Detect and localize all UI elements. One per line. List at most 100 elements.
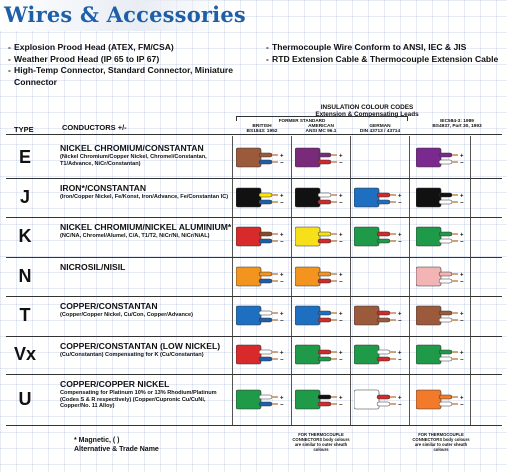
negative-core: [438, 317, 453, 323]
positive-core: [317, 394, 332, 399]
positive-core: [258, 394, 273, 399]
thermocouple-type: E: [18, 147, 31, 167]
polarity-sign: −: [280, 240, 284, 246]
thermocouple-type: T: [19, 305, 31, 325]
conductor-alternative-names: (Cu/Constantan) Compensating for K (Cu/C…: [60, 352, 204, 358]
cable-jacket: [416, 344, 442, 365]
row-divider: [6, 374, 502, 375]
conductor-description: COPPER/CONSTANTAN (LOW NICKEL)(Cu/Consta…: [60, 341, 232, 359]
polarity-sign: −: [339, 402, 343, 408]
thermocouple-type: Vx: [13, 344, 37, 364]
positive-core: [317, 192, 332, 197]
cable-american: +−: [295, 342, 347, 368]
insulation-title: INSULATION COLOUR CODES: [320, 104, 414, 111]
negative-core: [258, 278, 273, 283]
negative-core: [438, 199, 453, 204]
col-divider: [291, 136, 292, 425]
cable-illustration: +−: [295, 147, 343, 168]
negative-core: [258, 159, 273, 165]
polarity-sign: −: [398, 200, 402, 206]
feature-item: RTD Extension Cable & Thermocouple Exten…: [266, 54, 506, 66]
polarity-sign: +: [460, 351, 464, 357]
cable-illustration: +−: [295, 344, 343, 365]
polarity-sign: −: [460, 279, 464, 285]
cable-german: +−: [354, 303, 406, 329]
cable-iec: +−: [416, 387, 468, 413]
positive-core: [258, 271, 273, 276]
cable-iec: +−: [416, 342, 468, 368]
positive-core: [438, 310, 453, 316]
cable-jacket: [236, 389, 262, 409]
cable-british: +−: [236, 387, 288, 413]
cable-illustration: +−: [416, 305, 464, 326]
polarity-sign: −: [398, 319, 402, 325]
cable-british: +−: [236, 264, 288, 290]
conductor-name: COPPER/CONSTANTAN (LOW NICKEL): [60, 341, 221, 351]
conductor-alternative-names: Compensating for Platinum 10% or 13% Rho…: [60, 390, 217, 410]
positive-core: [376, 349, 391, 355]
former-standard-label: FORMER STANDARD: [278, 118, 326, 123]
polarity-sign: −: [398, 402, 402, 408]
negative-core: [376, 238, 391, 244]
negative-core: [438, 159, 453, 165]
polarity-sign: −: [398, 358, 402, 364]
col-header-british: BRITISH BS1843: 1952: [246, 124, 278, 135]
cable-jacket: [416, 226, 442, 247]
polarity-sign: −: [339, 161, 343, 167]
cable-jacket: [354, 344, 380, 365]
conductor-description: NICKEL CHROMIUM/NICKEL ALUMINIUM*(NC/NA,…: [60, 222, 232, 240]
polarity-sign: +: [280, 395, 284, 401]
row-divider: [6, 336, 502, 337]
conductor-name: NICROSIL/NISIL: [60, 262, 126, 272]
negative-core: [258, 199, 273, 204]
row-divider: [6, 257, 502, 258]
positive-core: [317, 231, 332, 237]
conductor-alternative-names: (NC/NA, Chromel/Alumel, C/A, T1/T2, NiCr…: [60, 233, 210, 239]
cable-illustration: +−: [236, 187, 284, 207]
cable-jacket: [236, 226, 262, 247]
thermocouple-type: U: [18, 388, 32, 409]
conductor-name: IRON*/CONSTANTAN: [60, 183, 147, 193]
title-bar: [0, 0, 230, 31]
polarity-sign: −: [339, 240, 343, 246]
polarity-sign: +: [398, 193, 402, 199]
cable-illustration: +−: [295, 226, 343, 247]
row-divider: [6, 296, 502, 297]
polarity-sign: +: [460, 395, 464, 401]
cable-jacket: [354, 389, 380, 409]
negative-core: [376, 317, 391, 323]
polarity-sign: +: [339, 395, 343, 401]
polarity-sign: +: [280, 193, 284, 199]
feature-item: Explosion Prood Head (ATEX, FM/CSA): [8, 42, 258, 54]
col-divider: [350, 136, 351, 425]
cable-iec: +−: [416, 264, 468, 290]
positive-core: [317, 349, 332, 355]
negative-core: [317, 278, 332, 283]
cable-jacket: [236, 147, 262, 168]
connector-note-iec: FOR THERMOCOUPLE CONNECTORS body colours…: [412, 432, 470, 452]
cable-jacket: [295, 187, 321, 207]
cable-illustration: +−: [354, 305, 402, 326]
cable-illustration: +−: [354, 187, 402, 207]
col-header-iec: IEC584-3: 1989 BS4937, Part 30, 1993: [432, 119, 482, 130]
cable-american: +−: [295, 185, 347, 211]
polarity-sign: −: [460, 358, 464, 364]
col-header-american: AMERICAN ANSI MC 96.1: [305, 124, 337, 135]
polarity-sign: +: [339, 193, 343, 199]
cable-american: +−: [295, 303, 347, 329]
polarity-sign: −: [398, 240, 402, 246]
conductor-name: COPPER/COPPER NICKEL: [60, 379, 170, 389]
cable-german: +−: [354, 224, 406, 250]
features-right: Thermocouple Wire Conform to ANSI, IEC &…: [266, 42, 506, 65]
polarity-sign: −: [280, 402, 284, 408]
conductor-description: NICROSIL/NISIL: [60, 262, 232, 272]
polarity-sign: −: [460, 240, 464, 246]
cable-german: +−: [354, 387, 406, 413]
positive-core: [438, 349, 453, 355]
conductor-alternative-names: (Nickel Chromium/Copper Nickel, Chromel/…: [60, 154, 207, 167]
cable-illustration: +−: [416, 344, 464, 365]
cable-german: +−: [354, 185, 406, 211]
cable-iec: +−: [416, 185, 468, 211]
cable-jacket: [354, 187, 380, 207]
